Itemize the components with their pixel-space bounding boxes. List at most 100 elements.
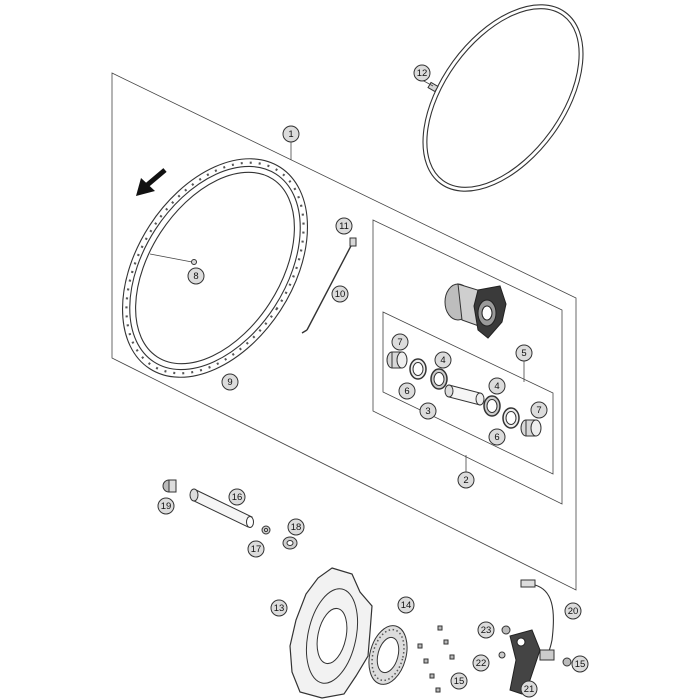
callout-number: 23	[481, 625, 492, 636]
callout-bubble	[477, 621, 495, 639]
bracket-spacer	[498, 651, 506, 659]
callout-c14: 14	[397, 596, 415, 614]
callout-bubble	[530, 401, 548, 419]
callout-c6a: 6	[398, 382, 416, 400]
callout-bubble	[472, 654, 490, 672]
callout-c9: 9	[221, 373, 239, 391]
callout-number: 4	[494, 381, 499, 392]
callout-bubble	[488, 428, 506, 446]
wheel-hub	[444, 283, 507, 339]
callout-bubble	[221, 373, 239, 391]
callout-bubble	[247, 540, 265, 558]
callout-c2: 2	[457, 471, 475, 489]
callout-bubble	[187, 267, 205, 285]
callout-bubble	[488, 377, 506, 395]
wheel-assembly-frame	[111, 72, 577, 591]
callout-number: 1	[288, 129, 293, 140]
callout-bubble	[398, 382, 416, 400]
callout-bubble	[515, 344, 533, 362]
callout-bubble	[564, 602, 582, 620]
wheel-speed-sensor	[520, 579, 555, 661]
callout-number: 6	[404, 386, 409, 397]
callout-number: 16	[232, 492, 243, 503]
callout-c21: 21	[520, 680, 538, 698]
axle	[189, 488, 254, 528]
callout-c3: 3	[419, 402, 437, 420]
spoke-nipple	[191, 259, 197, 265]
callout-bubble	[228, 488, 246, 506]
callout-number: 12	[417, 68, 428, 79]
callout-c10: 10	[331, 285, 349, 303]
washer	[261, 525, 271, 535]
bearing-right	[483, 395, 501, 417]
callout-bubble	[282, 125, 300, 143]
screw-set	[417, 625, 455, 693]
callout-c4a: 4	[434, 351, 452, 369]
rotation-direction-arrow-icon	[136, 168, 167, 196]
callout-bubble	[397, 596, 415, 614]
bracket-screw	[501, 625, 511, 635]
callout-bubble	[413, 64, 431, 82]
axle-collar	[162, 479, 177, 493]
callout-bubble	[520, 680, 538, 698]
callout-number: 15	[454, 676, 465, 687]
callout-number: 2	[463, 475, 468, 486]
spoke	[301, 237, 357, 334]
callout-number: 19	[161, 501, 172, 512]
callout-number: 13	[274, 603, 285, 614]
callout-number: 6	[494, 432, 499, 443]
callout-bubble	[434, 351, 452, 369]
callout-number: 15	[575, 659, 586, 670]
callout-c15b: 15	[450, 672, 468, 690]
callout-number: 9	[227, 377, 232, 388]
callout-c13: 13	[270, 599, 288, 617]
seal-ring-right	[502, 407, 520, 429]
bearing-set-frame	[382, 311, 554, 475]
callout-number: 21	[524, 684, 535, 695]
rim-band	[422, 4, 584, 192]
sensor-screw	[562, 657, 572, 667]
callout-c11: 11	[335, 217, 353, 235]
callout-bubble	[419, 402, 437, 420]
callout-bubble	[157, 497, 175, 515]
callout-number: 17	[251, 544, 262, 555]
seal-ring-left	[409, 358, 427, 380]
callout-bubble	[391, 333, 409, 351]
callout-number: 3	[425, 406, 430, 417]
axle-nut	[282, 536, 298, 550]
callout-number: 18	[291, 522, 302, 533]
callout-c23: 23	[477, 621, 495, 639]
callout-bubble	[331, 285, 349, 303]
callout-bubble	[450, 672, 468, 690]
callout-c7b: 7	[530, 401, 548, 419]
callout-number: 7	[397, 337, 402, 348]
disc-adapter	[368, 625, 408, 685]
callout-number: 5	[521, 348, 526, 359]
callout-number: 14	[401, 600, 412, 611]
callout-bubble	[270, 599, 288, 617]
callout-c15a: 15	[571, 655, 589, 673]
callout-bubble	[457, 471, 475, 489]
callout-number: 7	[536, 405, 541, 416]
callout-number: 10	[335, 289, 346, 300]
callout-bubble	[335, 217, 353, 235]
callout-bubble	[571, 655, 589, 673]
callout-number: 4	[440, 355, 445, 366]
wheel-rim	[121, 158, 309, 378]
callout-number: 20	[568, 606, 579, 617]
callout-c7a: 7	[391, 333, 409, 351]
callout-number: 11	[339, 221, 349, 232]
hub-assembly-frame	[372, 219, 563, 505]
callout-c4b: 4	[488, 377, 506, 395]
callout-c20: 20	[564, 602, 582, 620]
distance-sleeve	[444, 384, 485, 406]
callout-c16: 16	[228, 488, 246, 506]
callout-c8: 8	[187, 267, 205, 285]
callout-c5: 5	[515, 344, 533, 362]
callout-c1: 1	[282, 125, 300, 143]
callout-c18: 18	[287, 518, 305, 536]
spacer-sleeve-left	[386, 351, 408, 369]
callout-c22: 22	[472, 654, 490, 672]
